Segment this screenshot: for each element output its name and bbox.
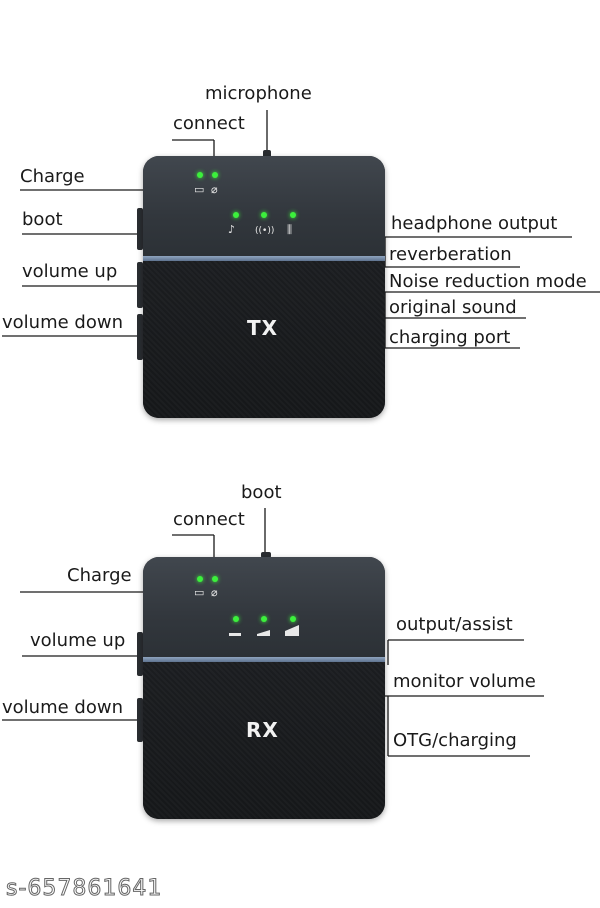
tx-label-connect: connect bbox=[173, 113, 245, 134]
tx-label-noise-reduction-mode: Noise reduction mode bbox=[389, 271, 587, 292]
rx-label-volume-up: volume up bbox=[30, 630, 126, 651]
tx-connect-led bbox=[212, 172, 218, 178]
rx-boot-button[interactable] bbox=[261, 552, 271, 558]
tx-volume-up-button[interactable] bbox=[137, 262, 143, 308]
watermark: s-657861641 bbox=[5, 876, 163, 902]
tx-label-volume-up: volume up bbox=[22, 261, 118, 282]
level-mid-icon bbox=[257, 630, 270, 636]
battery-icon: ▭ bbox=[194, 183, 205, 196]
tx-top-panel bbox=[143, 156, 385, 256]
tx-label-original-sound: original sound bbox=[389, 297, 517, 318]
tx-charge-led bbox=[197, 172, 203, 178]
rx-label-charge: Charge bbox=[67, 565, 132, 586]
link-icon: ⌀ bbox=[211, 586, 218, 599]
rx-label-boot: boot bbox=[241, 482, 282, 503]
tx-bottom-panel bbox=[143, 261, 385, 418]
rx-charge-led bbox=[197, 576, 203, 582]
rx-level-mid-led bbox=[261, 616, 267, 622]
rx-volume-up-button[interactable] bbox=[137, 632, 143, 676]
rx-device-name: RX bbox=[246, 718, 279, 742]
rx-device bbox=[143, 557, 385, 819]
rx-level-low-led bbox=[233, 616, 239, 622]
rx-connect-led bbox=[212, 576, 218, 582]
rx-label-volume-down: volume down bbox=[2, 697, 123, 718]
tx-label-microphone: microphone bbox=[205, 83, 312, 104]
tx-label-headphone-output: headphone output bbox=[391, 213, 558, 234]
tx-label-charge: Charge bbox=[20, 166, 85, 187]
battery-icon: ▭ bbox=[194, 586, 205, 599]
tx-label-reverberation: reverberation bbox=[389, 244, 512, 265]
tx-volume-down-button[interactable] bbox=[137, 314, 143, 360]
link-icon: ⌀ bbox=[211, 183, 218, 196]
rx-label-monitor-volume: monitor volume bbox=[393, 671, 536, 692]
tx-device-name: TX bbox=[247, 316, 279, 340]
rx-label-otg-charging: OTG/charging bbox=[393, 730, 517, 751]
rx-level-high-led bbox=[290, 616, 296, 622]
rx-accent-band bbox=[143, 657, 385, 662]
rx-bottom-panel bbox=[143, 662, 385, 819]
noise-reduction-icon: ⫼ bbox=[287, 223, 293, 236]
rx-volume-down-button[interactable] bbox=[137, 698, 143, 742]
broadcast-icon: ((•)) bbox=[255, 226, 275, 236]
rx-label-output-assist: output/assist bbox=[396, 614, 513, 635]
tx-microphone-port bbox=[263, 150, 271, 158]
rx-top-panel bbox=[143, 557, 385, 657]
tx-label-volume-down: volume down bbox=[2, 312, 123, 333]
rx-label-connect: connect bbox=[173, 509, 245, 530]
tx-label-charging-port: charging port bbox=[389, 327, 511, 348]
level-high-icon bbox=[285, 625, 299, 636]
level-low-icon bbox=[229, 633, 241, 636]
tx-noise-led bbox=[290, 212, 296, 218]
tx-broadcast-led bbox=[261, 212, 267, 218]
tx-boot-button[interactable] bbox=[137, 208, 143, 250]
tx-device bbox=[143, 156, 385, 418]
music-note-icon: ♪ bbox=[228, 223, 236, 236]
tx-accent-band bbox=[143, 256, 385, 261]
tx-music-led bbox=[233, 212, 239, 218]
tx-label-boot: boot bbox=[22, 209, 63, 230]
